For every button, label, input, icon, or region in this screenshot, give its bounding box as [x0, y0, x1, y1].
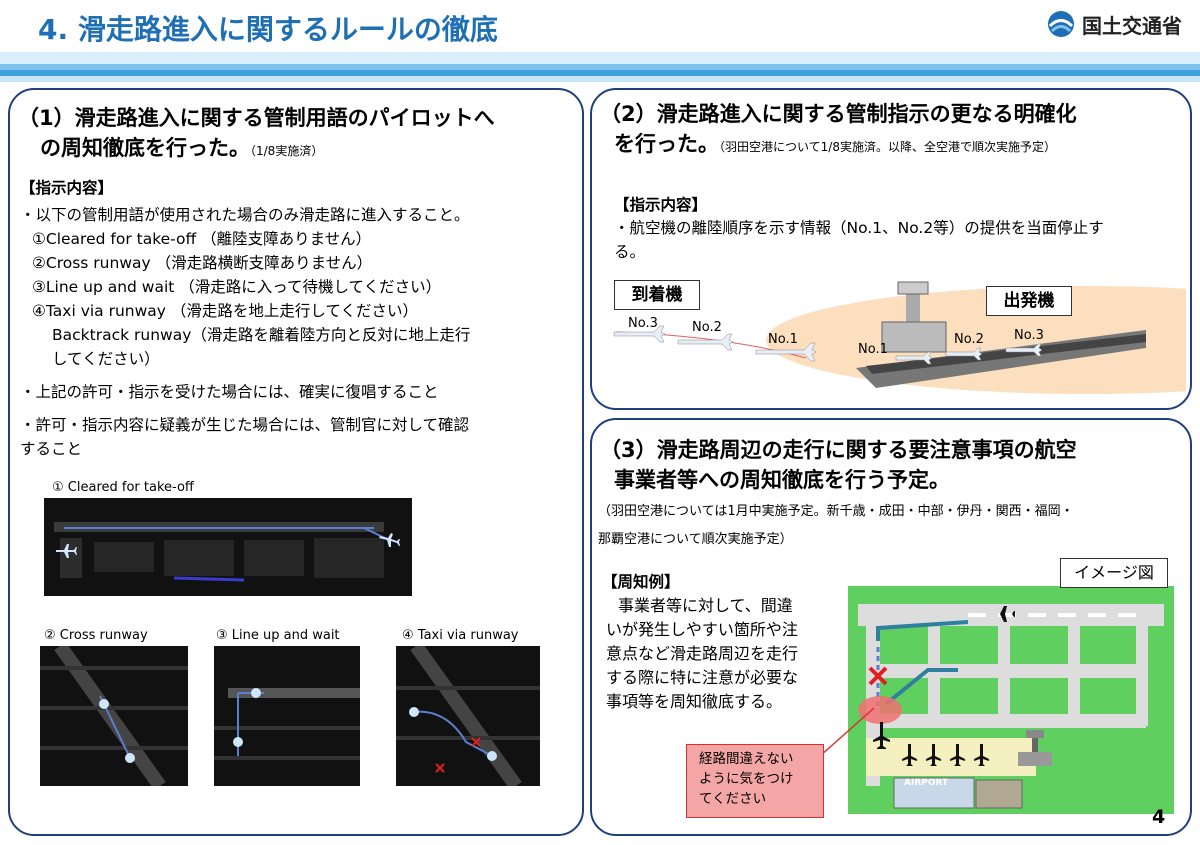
section3-label: 【周知例】 — [602, 573, 680, 591]
x-mark-icon — [471, 737, 481, 747]
airplane-icon — [873, 722, 890, 749]
airplane-icon — [677, 333, 734, 351]
radar-image-taxi-via-runway — [396, 646, 540, 786]
airport-map-illustration — [848, 586, 1174, 814]
header-band — [0, 52, 1200, 82]
section2-line: る。 — [614, 243, 646, 261]
airplane-icon — [125, 753, 135, 763]
airport-sign: AIRPORT — [904, 778, 949, 788]
section1-heading-note: （1/8実施済） — [250, 144, 324, 158]
airplane-icon — [56, 544, 77, 558]
caption-cleared-for-takeoff: ① Cleared for take-off — [52, 480, 194, 495]
arrival-no1: No.1 — [768, 332, 798, 347]
section3-heading-line2: 事業者等への周知徹底を行う予定。 — [614, 468, 950, 492]
section1-heading-line2: の周知徹底を行った。（1/8実施済） — [40, 136, 324, 160]
airplane-icon — [99, 699, 109, 709]
section1-heading-line1: （1）滑走路進入に関する管制用語のパイロットへ — [18, 106, 495, 130]
callout-line: てください — [699, 791, 767, 807]
section3-body-line: する際に特に注意が必要な — [606, 668, 799, 687]
airplane-icon — [974, 744, 989, 766]
section2-heading-note: （羽田空港について1/8実施済。以降、全空港で順次実施予定） — [719, 140, 1056, 154]
airplane-icon — [409, 707, 419, 717]
radar-image-cross-runway — [40, 646, 188, 786]
image-label: イメージ図 — [1060, 558, 1168, 588]
departures-label: 出発機 — [986, 286, 1072, 316]
section3-body-line: 意点など滑走路周辺を走行 — [606, 644, 799, 663]
section1-label: 【指示内容】 — [20, 179, 114, 197]
departure-order-illustration — [606, 270, 1200, 398]
radar-image-line-up-and-wait — [214, 646, 360, 786]
section2-label: 【指示内容】 — [614, 196, 708, 214]
arrival-no3: No.3 — [628, 316, 658, 331]
departure-no1: No.1 — [858, 342, 888, 357]
section1-line: ④Taxi via runway （滑走路を地上走行してください） — [32, 302, 418, 320]
airplane-icon — [986, 606, 1015, 622]
airplane-icon — [895, 351, 933, 365]
airplane-icon — [1005, 343, 1043, 357]
airplane-icon — [251, 688, 261, 698]
x-mark-icon — [868, 666, 888, 686]
section1-line: ・以下の管制用語が使用された場合のみ滑走路に進入すること。 — [20, 206, 470, 224]
radar-image-cleared-for-takeoff — [44, 498, 412, 596]
section3-note-line: 那覇空港について順次実施予定） — [598, 532, 793, 547]
section1-line: ①Cleared for take-off （離陸支障ありません） — [32, 230, 372, 248]
section3-body-line: 事業者等に対して、間違 — [618, 596, 793, 615]
x-mark-icon — [435, 763, 445, 773]
page-number: 4 — [1152, 806, 1166, 828]
logo-text: 国土交通省 — [1082, 13, 1182, 38]
page-title: 4. 滑走路進入に関するルールの徹底 — [38, 13, 498, 46]
section1-line: ③Line up and wait （滑走路に入って待機してください） — [32, 278, 442, 296]
callout-box: 経路間違えない ように気をつけ てください — [686, 744, 824, 818]
section1-line: ②Cross runway （滑走路横断支障ありません） — [32, 254, 373, 272]
section2-heading-line1: （2）滑走路進入に関する管制指示の更なる明確化 — [600, 102, 1077, 126]
airplane-icon — [902, 744, 917, 766]
callout-line: ように気をつけ — [699, 771, 794, 787]
caption-line-up-and-wait: ③ Line up and wait — [216, 628, 340, 643]
section1-line: Backtrack runway（滑走路を離着陸方向と反対に地上走行 — [52, 326, 471, 344]
section3-note-line: （羽田空港については1月中実施予定。新千歳・成田・中部・伊丹・関西・福岡・ — [598, 504, 1074, 519]
airplane-icon — [613, 325, 666, 343]
airplane-icon — [233, 737, 243, 747]
arrivals-label: 到着機 — [614, 280, 700, 310]
section3-heading-line1: （3）滑走路周辺の走行に関する要注意事項の航空 — [600, 438, 1077, 462]
section1-line: すること — [20, 440, 83, 458]
airplane-icon — [926, 744, 941, 766]
section1-line: してください） — [52, 350, 160, 368]
section1-line: ・上記の許可・指示を受けた場合には、確実に復唱すること — [20, 383, 439, 401]
departure-no2: No.2 — [954, 332, 984, 347]
arrival-no2: No.2 — [692, 320, 722, 335]
control-tower-icon — [881, 281, 947, 353]
section1-line: ・許可・指示内容に疑義が生じた場合には、管制官に対して確認 — [20, 416, 470, 434]
airplane-icon — [487, 751, 497, 761]
caption-taxi-via-runway: ④ Taxi via runway — [402, 628, 519, 643]
section3-body-line: 事項等を周知徹底する。 — [606, 692, 783, 711]
departure-no3: No.3 — [1014, 328, 1044, 343]
airplane-icon — [950, 744, 965, 766]
callout-pointer — [819, 707, 875, 757]
airplane-icon — [379, 533, 400, 547]
control-tower-icon — [1018, 730, 1052, 766]
caption-cross-runway: ② Cross runway — [44, 628, 148, 643]
airplane-icon — [945, 347, 983, 361]
section3-body-line: いが発生しやすい箇所や注 — [606, 620, 798, 639]
section2-line: ・航空機の離陸順序を示す情報（No.1、No.2等）の提供を当面停止す — [614, 219, 1104, 237]
airplane-icon — [755, 342, 817, 362]
section2-heading-line2: を行った。（羽田空港について1/8実施済。以降、全空港で順次実施予定） — [614, 132, 1056, 156]
mlit-logo-icon — [1048, 11, 1074, 37]
callout-line: 経路間違えない — [699, 751, 794, 767]
mlit-logo: 国土交通省 — [1046, 6, 1182, 42]
